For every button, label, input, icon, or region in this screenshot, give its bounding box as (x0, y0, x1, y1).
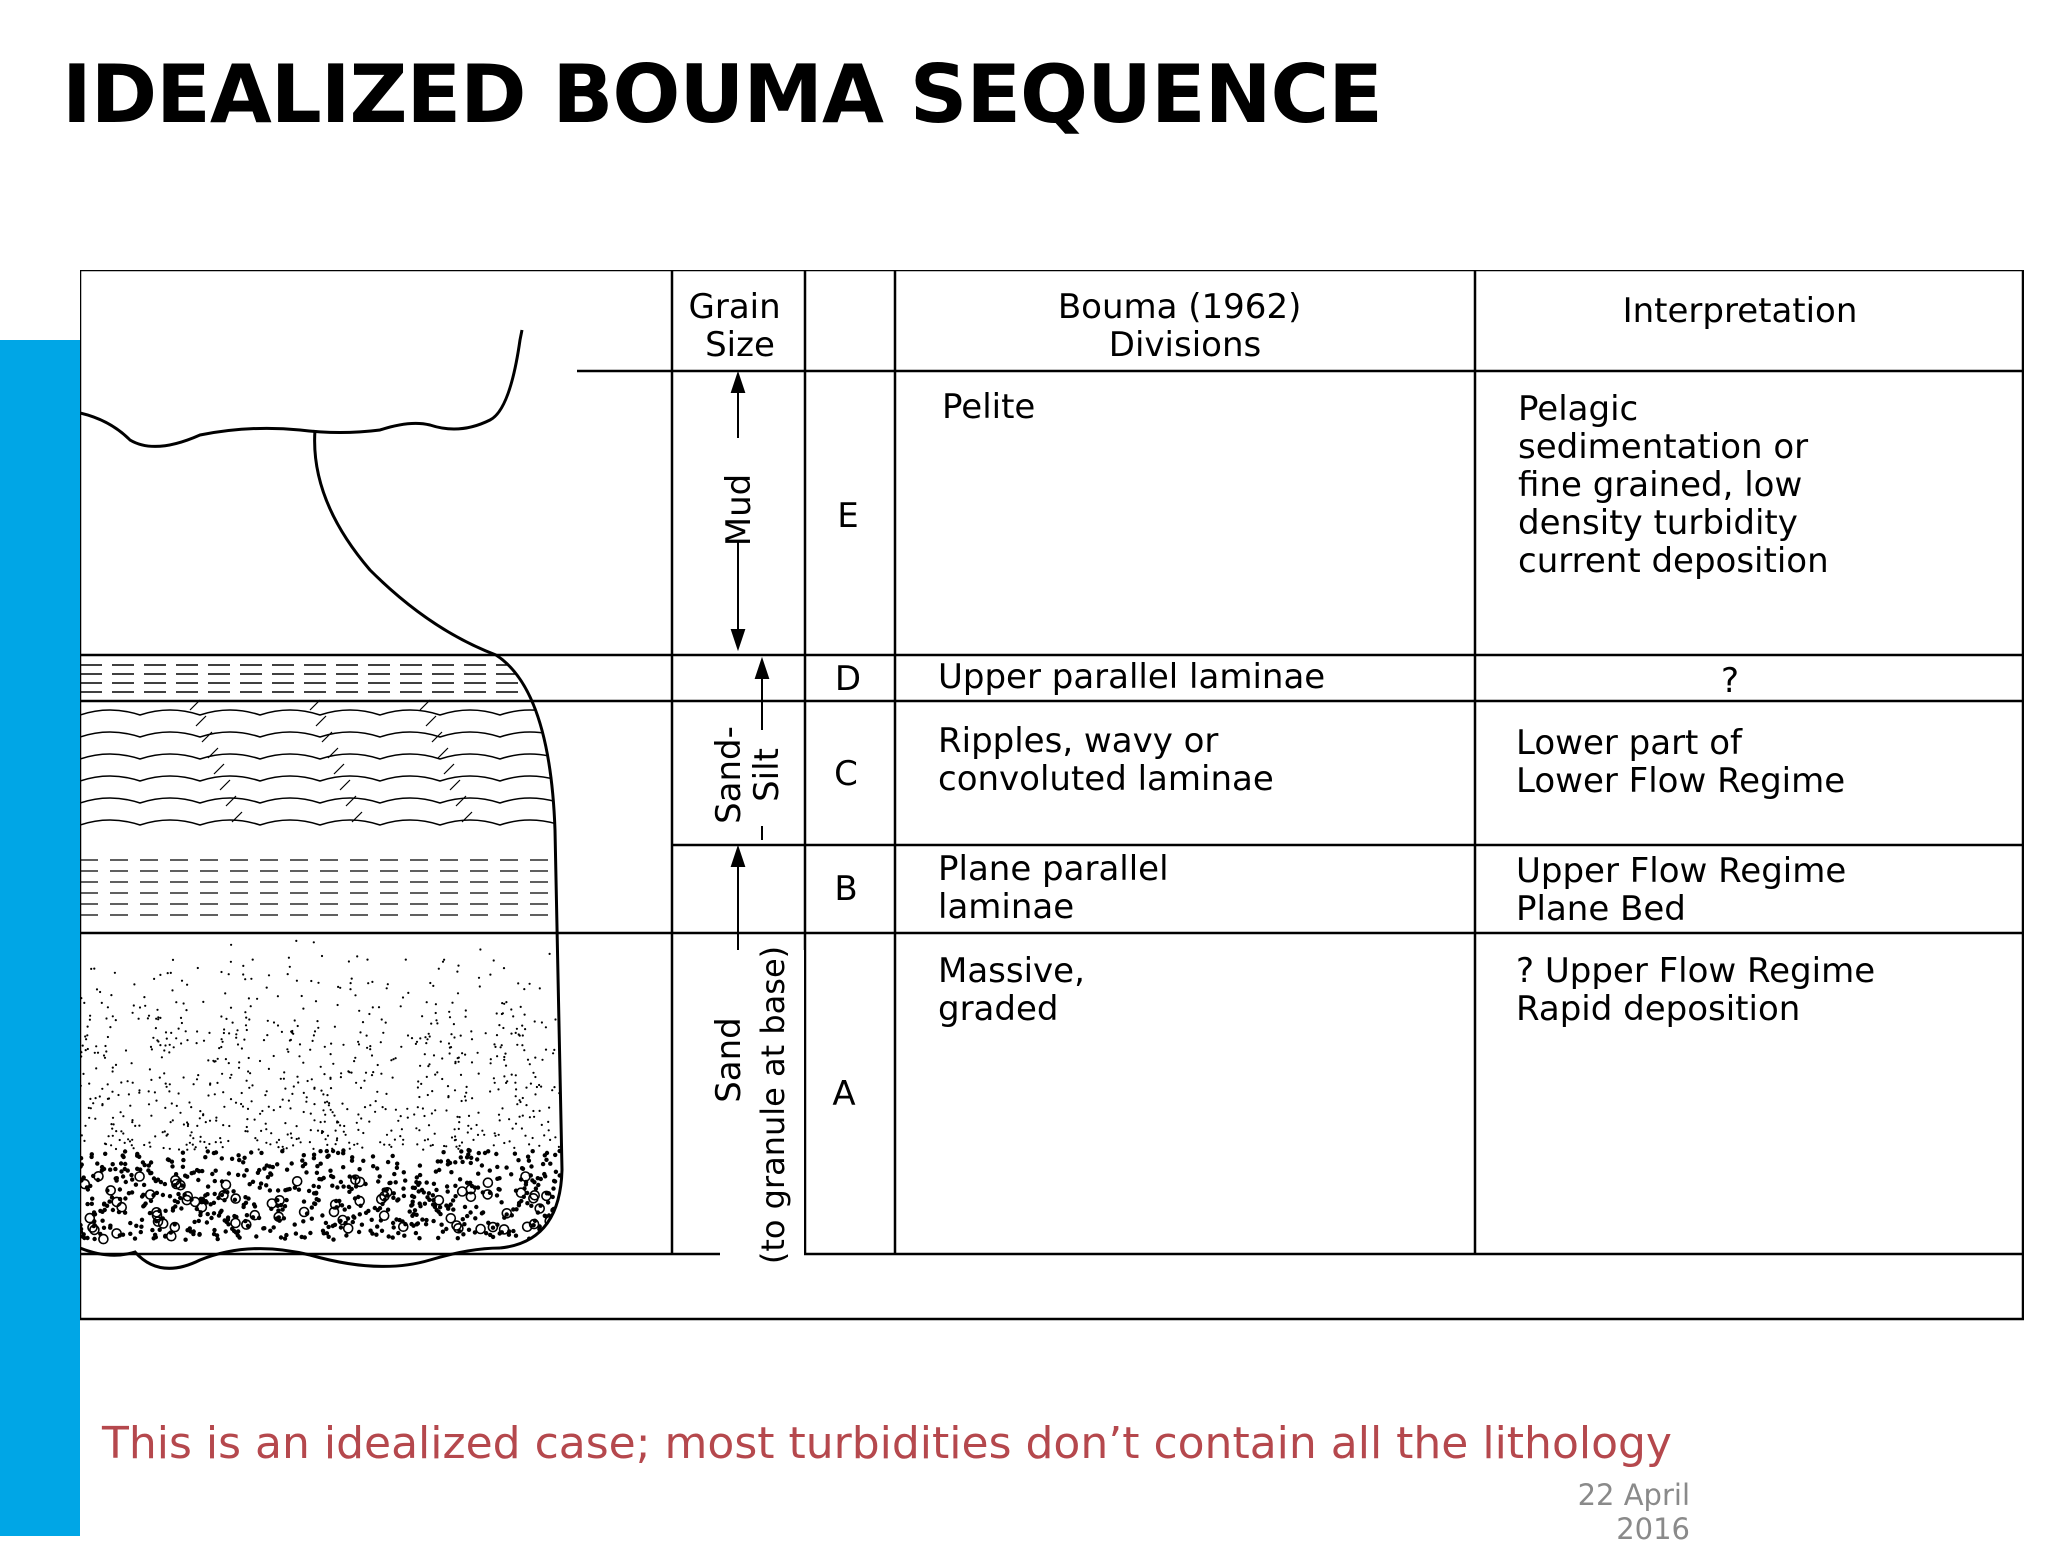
interpretation-text: ? Upper Flow Regime Rapid deposition (1516, 951, 1886, 1029)
division-text: Pelite (942, 387, 1035, 427)
row-letter: A (832, 1074, 855, 1114)
division-text: Upper parallel laminae (938, 657, 1325, 697)
row-letter: B (834, 869, 857, 909)
division-text: Massive, graded (938, 951, 1096, 1029)
row-letter: C (834, 754, 858, 794)
division-text: Ripples, wavy or convoluted laminae (938, 721, 1274, 799)
interpretation-text: Pelagic sedimentation or fine grained, l… (1518, 389, 1829, 581)
stratigraphic-column-sketch-icon (80, 329, 564, 1270)
grain-size-sand-silt-label-line1: Sand- (709, 726, 749, 824)
table-grid (80, 270, 2024, 1321)
arrow-label-gap (720, 950, 804, 1260)
row-letter: E (837, 496, 858, 536)
accent-bar (0, 340, 80, 1536)
grain-size-header: Grain Size (689, 287, 792, 365)
bouma-sequence-diagram: Grain Size Bouma (1962) Divisions Interp… (80, 270, 2024, 1321)
grain-size-sand-label: Sand (709, 1017, 749, 1103)
arrow-label-gap (720, 730, 784, 826)
divisions-header: Bouma (1962) Divisions (1058, 287, 1312, 365)
row-letter: D (835, 659, 861, 699)
interpretation-text: Lower part of Lower Flow Regime (1516, 723, 1845, 801)
slide-title: IDEALIZED BOUMA SEQUENCE (62, 48, 1383, 141)
division-text: Plane parallel laminae (938, 849, 1179, 927)
interpretation-text: ? (1721, 661, 1739, 701)
grain-size-sand-granule-label: (to granule at base) (754, 946, 792, 1264)
grain-size-mud-label: Mud (719, 474, 759, 546)
grain-size-sand-silt-label-line2: Silt (747, 748, 787, 802)
arrow-label-gap (720, 438, 756, 540)
interpretation-header: Interpretation (1623, 291, 1858, 331)
slide-caption: This is an idealized case; most turbidit… (102, 1418, 1672, 1469)
interpretation-text: Upper Flow Regime Plane Bed (1516, 851, 1857, 929)
